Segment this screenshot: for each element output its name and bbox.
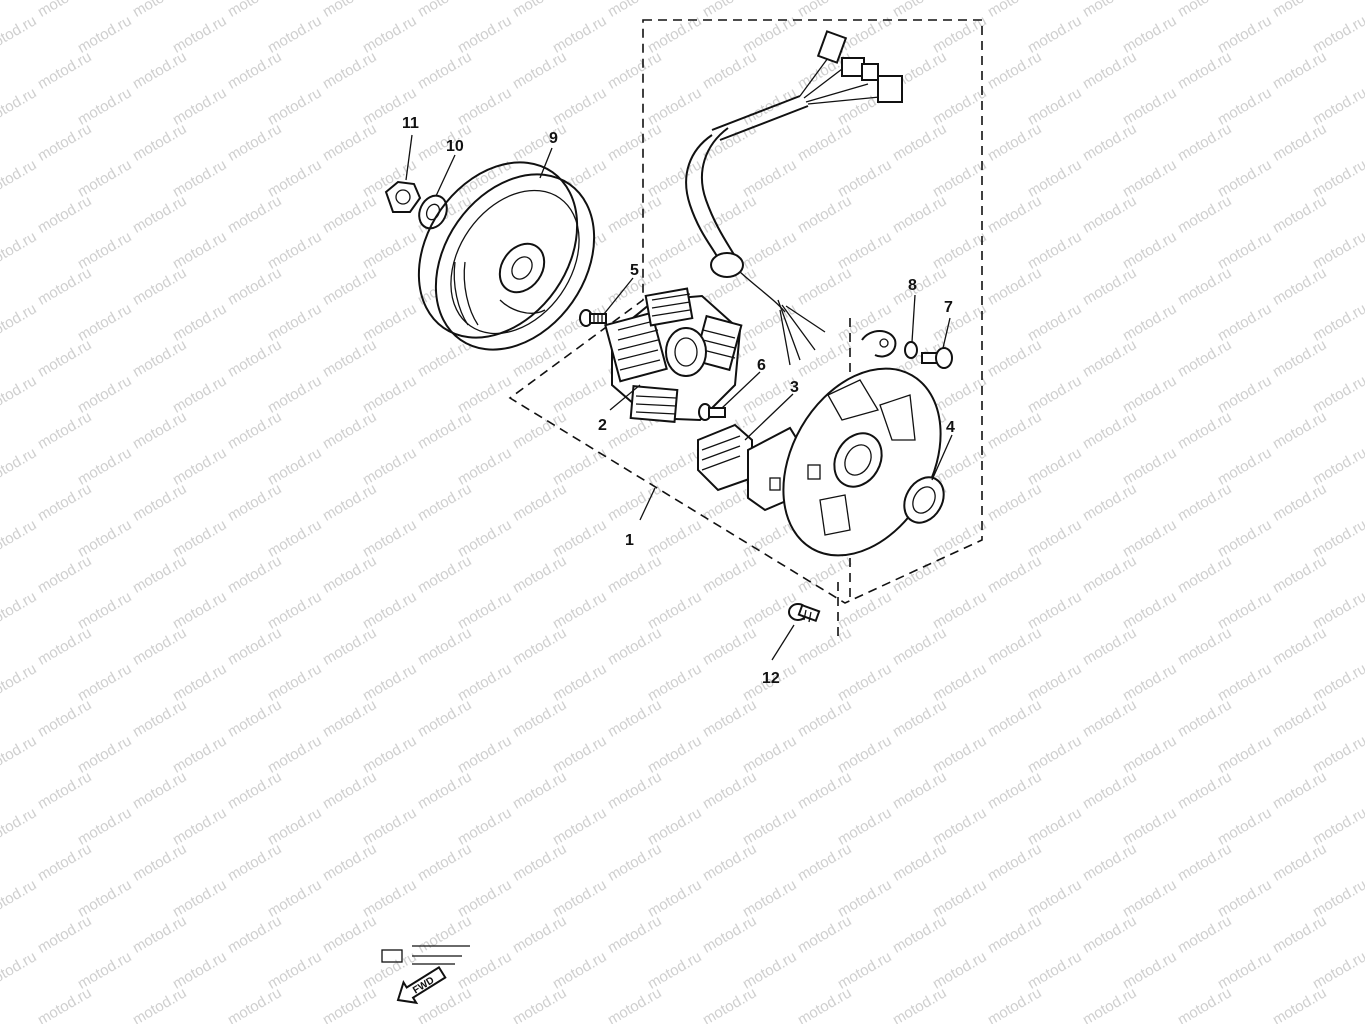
washer-part-10	[418, 194, 448, 230]
screw-part-6	[698, 403, 726, 421]
callout-5: 5	[630, 262, 639, 279]
forward-arrow-icon: FWD	[396, 965, 447, 1005]
callout-6: 6	[757, 357, 766, 374]
small-reference-marks	[381, 945, 470, 965]
callout-9: 9	[549, 130, 558, 147]
callout-2: 2	[598, 417, 607, 434]
callout-12: 12	[762, 670, 780, 687]
callout-4: 4	[946, 419, 955, 436]
oil-seal	[903, 476, 945, 524]
bolt-part-12	[788, 603, 821, 623]
callout-3: 3	[790, 379, 799, 396]
hex-nut-part-11	[384, 180, 422, 213]
bolt-part-7	[921, 347, 953, 369]
callout-8: 8	[908, 277, 917, 294]
callout-numbers: 11 10 9 5 2 6 3 4 8 7 1 12	[402, 115, 955, 687]
callout-10: 10	[446, 138, 464, 155]
stator-coil-part-2	[604, 287, 743, 423]
flywheel-rotor-part-9	[417, 161, 596, 351]
leader-lines	[405, 134, 953, 661]
callout-1: 1	[625, 532, 634, 549]
callout-7: 7	[944, 299, 953, 316]
wire-clamp	[861, 330, 897, 358]
callout-11: 11	[402, 115, 419, 132]
screw-part-5	[579, 309, 607, 327]
assembly-boundary	[508, 19, 983, 604]
wiring-harness	[685, 30, 903, 366]
washer-part-8	[904, 341, 918, 359]
stator-base-plate-part-4	[782, 367, 942, 557]
